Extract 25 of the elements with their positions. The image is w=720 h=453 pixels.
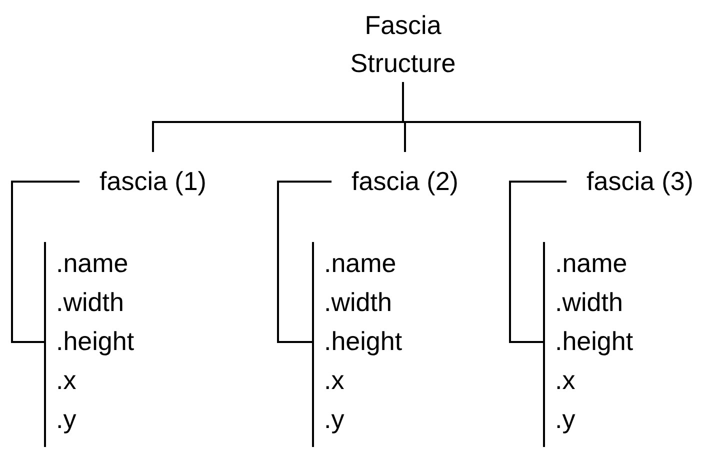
title-text: Fascia Structure (333, 6, 473, 82)
field-name: .y (555, 403, 576, 436)
structure-name: fascia (3) (566, 152, 714, 198)
bracket-connector (11, 180, 80, 343)
bracket-connector (509, 180, 567, 343)
field-name: .y (56, 403, 78, 436)
field-name: .width (555, 286, 624, 319)
field-name: .x (56, 364, 78, 397)
field-name: .height (56, 325, 134, 358)
field-name: .name (555, 247, 628, 280)
bracket-connector (277, 180, 332, 343)
field-name: .height (324, 325, 402, 358)
field-name: .height (555, 325, 634, 358)
structure-name: fascia (1) (80, 152, 226, 198)
structure-name: fascia (2) (332, 152, 478, 198)
field-name: .name (324, 247, 398, 280)
field-name: .name (56, 247, 130, 280)
field-name: .width (56, 286, 125, 319)
field-name: .x (324, 364, 346, 397)
field-list-bracket (543, 242, 634, 447)
field-name: .y (324, 403, 346, 436)
field-list-bracket (312, 242, 402, 447)
field-name: .x (555, 364, 576, 397)
field-name: .width (324, 286, 393, 319)
field-list-bracket (44, 242, 134, 447)
